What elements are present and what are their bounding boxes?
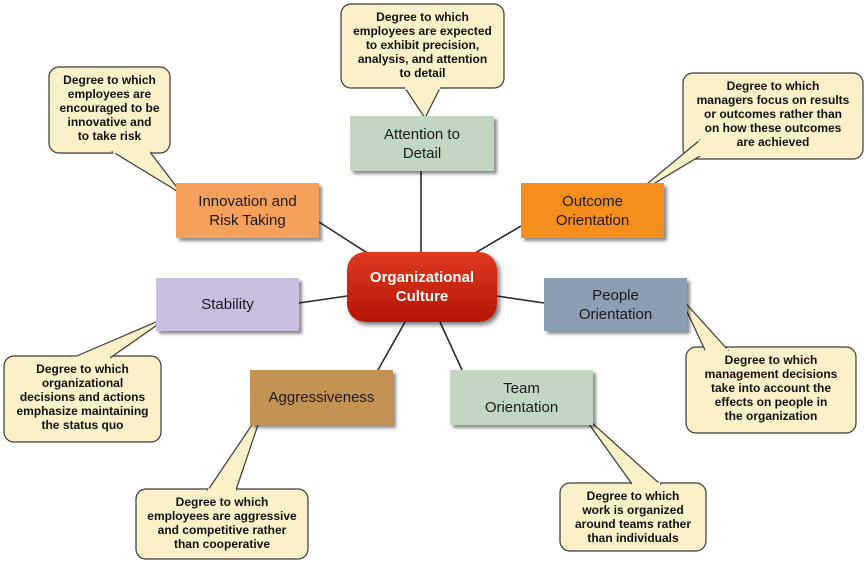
team-orientation-description: Degree to which work is organized around… xyxy=(574,489,692,545)
spoke-aggressiveness xyxy=(377,321,406,371)
spoke-people xyxy=(496,295,545,304)
innovation-and-risk-taking-box: Innovation and Risk Taking xyxy=(176,183,319,238)
attention-to-detail-box: Attention to Detail xyxy=(350,116,494,171)
aggressiveness-box: Aggressiveness xyxy=(250,370,393,425)
people-orientation-box: People Orientation xyxy=(544,278,687,331)
people-orientation-description: Degree to which management decisions tak… xyxy=(704,353,838,423)
stability-description: Degree to which organizational decisions… xyxy=(16,362,149,432)
aggressiveness-description: Degree to which employees are aggressive… xyxy=(147,495,297,551)
callout-aggressiveness xyxy=(135,406,309,560)
spoke-team xyxy=(439,321,463,371)
spoke-outcome xyxy=(469,225,522,257)
spoke-stability xyxy=(298,295,348,304)
organizational-culture-node: Organizational Culture xyxy=(347,252,497,322)
callout-people xyxy=(679,296,857,434)
spoke-innovation xyxy=(318,221,373,257)
outcome-orientation-box: Outcome Orientation xyxy=(521,183,664,238)
attention-to-detail-description: Degree to which employees are expected t… xyxy=(353,10,492,80)
outcome-orientation-description: Degree to which managers focus on result… xyxy=(696,79,850,149)
callout-team xyxy=(559,412,707,552)
stability-box: Stability xyxy=(156,278,299,331)
callout-innovation xyxy=(48,66,183,195)
callout-attention xyxy=(340,3,505,120)
innovation-and-risk-taking-description: Degree to which employees are encouraged… xyxy=(59,73,160,143)
team-orientation-box: Team Orientation xyxy=(450,370,593,425)
callout-stability xyxy=(3,315,171,443)
